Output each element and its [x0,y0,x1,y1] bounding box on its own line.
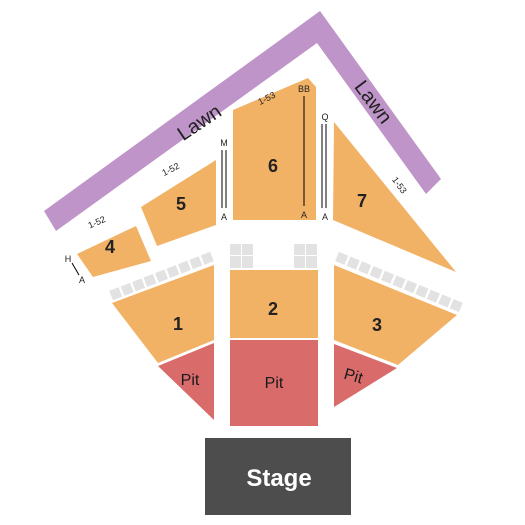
box-seat[interactable] [448,297,465,314]
box-seat[interactable] [142,272,158,289]
pit-right[interactable] [334,344,397,407]
box-seats-left[interactable] [107,250,216,302]
section-4[interactable] [77,226,151,277]
box-seat[interactable] [379,269,396,286]
section-5-label: 5 [176,194,186,214]
stage-label: Stage [246,465,311,492]
box-seat[interactable] [368,264,384,281]
section-6-label: 6 [268,156,278,176]
box-seat[interactable] [130,277,147,293]
box-seat[interactable] [119,281,135,298]
box-seat[interactable] [165,263,181,280]
section-6-row-top: BB [298,84,310,94]
section-6[interactable] [233,78,316,220]
box-seat[interactable] [294,256,305,268]
section-4-row-top: H [65,254,72,264]
pit-left[interactable] [158,343,214,420]
section-2-label: 2 [268,299,278,319]
box-seat[interactable] [230,244,241,255]
stage [205,438,351,515]
section-7-row-top: Q [321,112,328,122]
section-4-row-range: 1-52 [87,214,108,230]
box-seat[interactable] [414,283,430,300]
section-5-row-range: 1-52 [160,161,181,178]
box-seat[interactable] [391,274,407,290]
pit-center-label: Pit [265,375,284,392]
section-7-row-range: 1-53 [390,175,409,195]
section-2[interactable] [230,270,318,338]
lawn-area[interactable] [44,11,441,231]
box-seat[interactable] [333,250,350,267]
section-7[interactable] [333,122,456,272]
box-seat[interactable] [436,293,453,309]
box-seats-right[interactable] [333,250,465,314]
box-seat[interactable] [425,288,442,305]
section-3-label: 3 [372,315,382,335]
section-6-row-bottom: A [301,210,307,220]
section-4-row-bottom: A [79,275,85,285]
box-seat[interactable] [176,259,193,275]
box-seat[interactable] [306,244,317,255]
section-7-row-bottom: A [322,212,328,222]
pit-left-label: Pit [181,372,200,389]
section-7-label: 7 [357,191,367,211]
box-seat[interactable] [242,256,253,268]
box-seat[interactable] [306,256,317,268]
box-seat[interactable] [188,254,204,271]
section-3[interactable] [334,265,457,365]
section-1-label: 1 [173,314,183,334]
box-seat[interactable] [230,256,241,268]
pit-center[interactable] [230,340,318,426]
section-4-label: 4 [105,237,115,257]
section-5-row-top: M [220,138,228,148]
box-seat[interactable] [199,250,216,266]
pit-right-label: Pit [342,366,365,388]
box-seat[interactable] [356,259,373,276]
box-seat[interactable] [153,268,170,284]
box-seat[interactable] [402,278,419,295]
box-seat[interactable] [294,244,305,255]
section-1[interactable] [112,265,214,363]
section-4-row-line [71,262,80,276]
box-seat[interactable] [345,255,362,271]
section-5-row-bottom: A [221,212,227,222]
section-5[interactable] [141,160,216,246]
box-seat[interactable] [242,244,253,255]
box-seat[interactable] [107,286,124,302]
box-seats-center[interactable] [230,244,317,268]
